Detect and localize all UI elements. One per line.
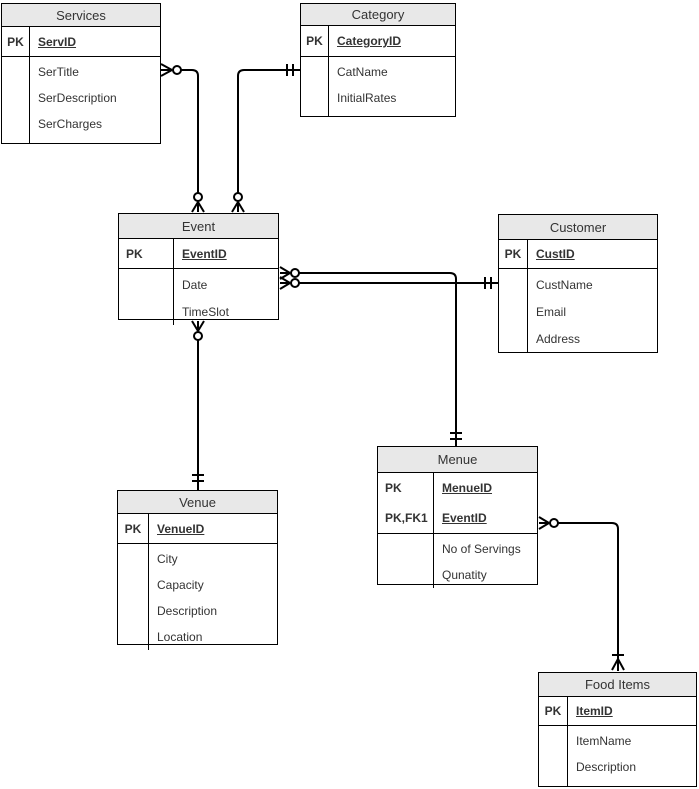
attribute: Location <box>157 630 203 644</box>
entity-customer[interactable]: Customer PK CustID CustName Email Addres… <box>498 214 658 353</box>
attribute: Description <box>576 760 637 774</box>
attribute: City <box>157 552 178 566</box>
crowfoot-many-icon <box>191 320 205 332</box>
pk-fk-label: PK,FK1 <box>385 511 428 525</box>
attribute: Qunatity <box>442 568 487 582</box>
one-bars-icon <box>192 474 204 482</box>
zero-circle-icon <box>290 278 300 288</box>
entity-services[interactable]: Services PK ServID SerTitle SerDescripti… <box>1 3 161 144</box>
attribute: SerTitle <box>38 65 79 79</box>
attribute: Email <box>536 304 567 319</box>
attribute: SerDescription <box>38 91 117 105</box>
relationship-menue-fooditems[interactable] <box>538 516 625 671</box>
entity-venue[interactable]: Venue PK VenueID City Capacity Descripti… <box>117 490 278 650</box>
zero-circle-icon <box>290 268 300 278</box>
pk-label: PK <box>385 481 402 495</box>
attribute: TimeSlot <box>182 304 229 319</box>
entity-food-items[interactable]: Food Items PK ItemID ItemName Descriptio… <box>538 672 697 787</box>
crowfoot-many-icon <box>611 658 625 671</box>
zero-circle-icon <box>172 65 182 75</box>
relationship-event-customer[interactable] <box>279 276 498 290</box>
pk-label: PK <box>124 521 142 536</box>
entity-category[interactable]: Category PK CategoryID CatName InitialRa… <box>300 3 456 117</box>
attribute: No of Servings <box>442 542 521 556</box>
entity-menue[interactable]: Menue PK PK,FK1 MenueID EventID No of Se… <box>377 446 538 588</box>
relationship-event-venue[interactable] <box>191 320 205 490</box>
zero-circle-icon <box>193 192 203 202</box>
key-attribute: MenueID <box>442 481 493 495</box>
attribute: Date <box>182 277 208 292</box>
crowfoot-many-icon <box>191 201 205 213</box>
crowfoot-many-icon <box>231 201 245 213</box>
key-attribute: EventID <box>182 246 227 261</box>
attribute: InitialRates <box>337 91 397 105</box>
entity-title: Food Items <box>539 673 696 697</box>
entity-title: Customer <box>499 215 657 240</box>
zero-circle-icon <box>193 331 203 341</box>
entity-event[interactable]: Event PK EventID Date TimeSlot <box>118 213 279 325</box>
crowfoot-many-icon <box>279 266 291 280</box>
key-attribute: CustID <box>536 247 575 261</box>
attribute: Address <box>536 331 581 346</box>
one-bars-icon <box>450 432 462 440</box>
entity-title: Category <box>301 4 455 26</box>
entity-title: Services <box>2 4 160 27</box>
key-attribute: ServID <box>38 34 77 49</box>
attribute: CustName <box>536 277 593 292</box>
key-attribute: ItemID <box>576 704 613 718</box>
pk-label: PK <box>306 34 323 48</box>
pk-label: PK <box>126 246 143 261</box>
key-attribute: EventID <box>442 511 487 525</box>
zero-circle-icon <box>549 518 559 528</box>
key-attribute: VenueID <box>157 521 205 536</box>
entity-title: Event <box>119 214 278 239</box>
one-bars-icon <box>484 277 492 289</box>
entity-title: Menue <box>378 447 537 473</box>
relationship-services-event[interactable] <box>160 63 205 213</box>
attribute: CatName <box>337 65 388 79</box>
one-bars-icon <box>286 64 294 76</box>
crowfoot-many-icon <box>538 516 550 530</box>
key-attribute: CategoryID <box>337 34 402 48</box>
attribute: Capacity <box>157 578 204 592</box>
pk-label: PK <box>544 704 562 718</box>
pk-label: PK <box>504 247 522 261</box>
zero-circle-icon <box>233 192 243 202</box>
relationship-category-event[interactable] <box>231 64 300 213</box>
entity-title: Venue <box>118 491 277 514</box>
relationship-event-menue[interactable] <box>279 266 462 446</box>
attribute: ItemName <box>576 734 632 748</box>
attribute: Description <box>157 604 218 618</box>
crowfoot-many-icon <box>160 63 173 77</box>
attribute: SerCharges <box>38 117 103 131</box>
pk-label: PK <box>7 34 24 49</box>
